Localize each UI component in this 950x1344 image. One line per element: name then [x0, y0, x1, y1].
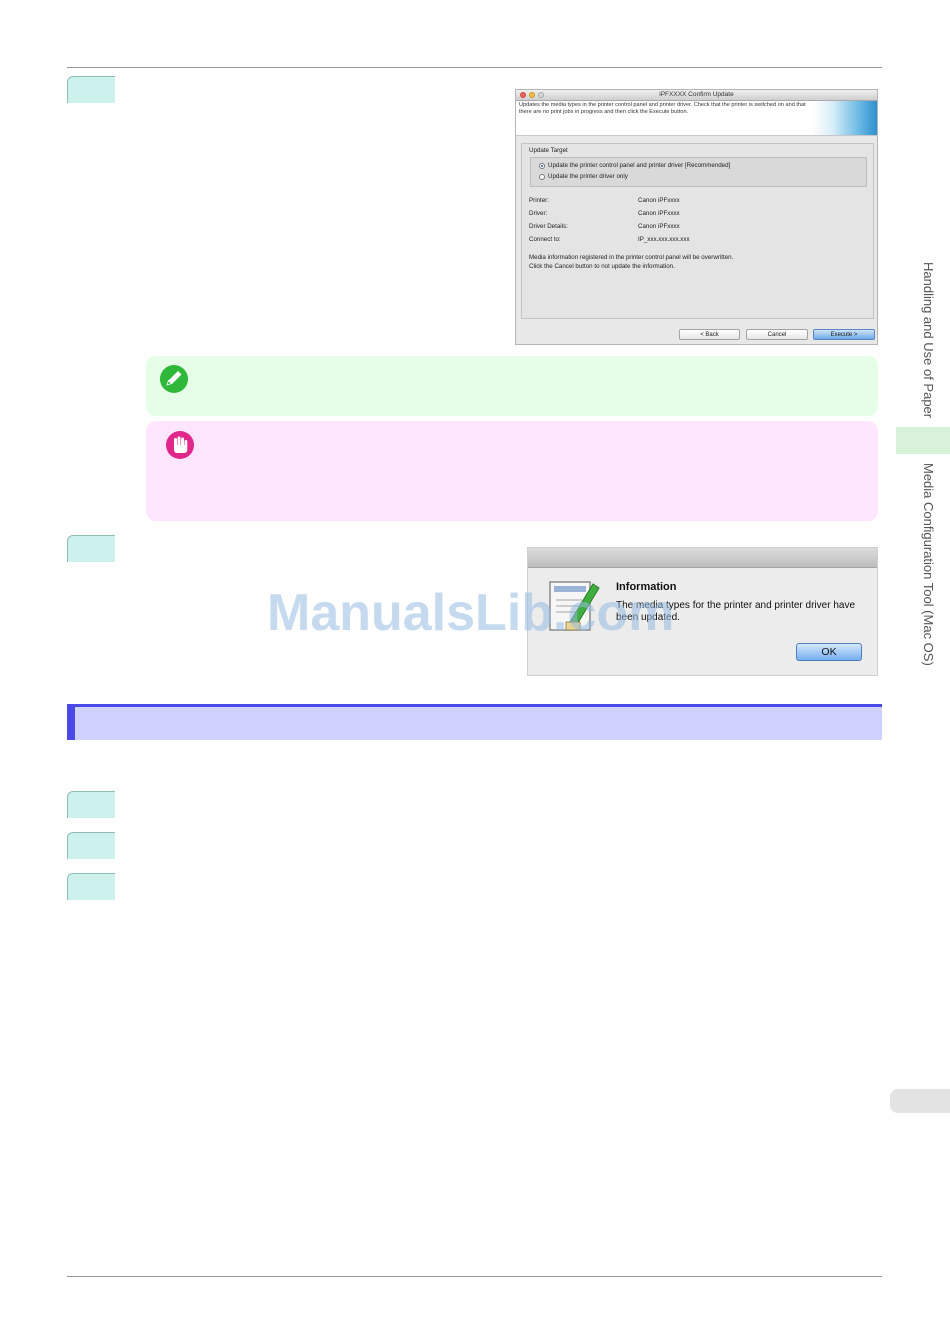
option-label-update-both[interactable]: Update the printer control panel and pri… — [548, 162, 731, 169]
document-pencil-icon — [546, 578, 602, 639]
field-value-connect-to: IP_xxx.xxx.xxx.xxx — [638, 236, 690, 243]
side-tab-section[interactable]: Media Configuration Tool (Mac OS) — [921, 463, 936, 666]
minimize-button[interactable] — [529, 92, 535, 98]
info-titlebar — [528, 548, 877, 568]
step-marker — [67, 832, 115, 859]
execute-button[interactable]: Execute > — [813, 329, 875, 340]
dialog-banner: Updates the media types in the printer c… — [516, 101, 877, 136]
field-label-printer: Printer: — [529, 197, 549, 204]
update-target-label: Update Target — [529, 147, 568, 154]
zoom-button[interactable] — [538, 92, 544, 98]
update-target-panel: Update Target Update the printer control… — [521, 143, 874, 319]
side-tab-active-marker — [896, 427, 950, 454]
back-button[interactable]: < Back — [679, 329, 740, 340]
page-tab — [890, 1089, 950, 1113]
cancel-button[interactable]: Cancel — [746, 329, 808, 340]
radio-update-driver-only[interactable] — [539, 174, 545, 180]
overwrite-message: Media information registered in the prin… — [529, 254, 734, 270]
step-marker — [67, 535, 115, 562]
section-header-bar — [67, 704, 882, 740]
info-message: The media types for the printer and prin… — [616, 600, 856, 623]
hand-stop-icon — [165, 430, 195, 465]
option-label-driver-only[interactable]: Update the printer driver only — [548, 173, 628, 180]
printer-banner-image — [813, 101, 877, 135]
ok-button[interactable]: OK — [796, 643, 862, 661]
bottom-rule — [67, 1276, 882, 1277]
top-rule — [67, 67, 882, 68]
step-marker — [67, 873, 115, 900]
dialog-titlebar: iPFXXXX Confirm Update — [516, 90, 877, 101]
information-dialog: Information The media types for the prin… — [527, 547, 878, 676]
pencil-note-icon — [159, 364, 189, 399]
field-label-driver: Driver: — [529, 210, 548, 217]
update-target-options: Update the printer control panel and pri… — [530, 157, 867, 187]
close-button[interactable] — [520, 92, 526, 98]
dialog-title: iPFXXXX Confirm Update — [659, 91, 734, 98]
field-label-driver-details: Driver Details: — [529, 223, 568, 230]
step-marker — [67, 76, 115, 103]
banner-text: Updates the media types in the printer c… — [519, 102, 806, 116]
side-tab-chapter[interactable]: Handling and Use of Paper — [921, 262, 936, 419]
field-label-connect-to: Connect to: — [529, 236, 561, 243]
field-value-driver-details: Canon iPFxxxx — [638, 223, 680, 230]
important-box — [146, 421, 878, 521]
field-value-driver: Canon iPFxxxx — [638, 210, 680, 217]
step-marker — [67, 791, 115, 818]
confirm-update-dialog: iPFXXXX Confirm Update Updates the media… — [515, 89, 878, 345]
info-heading: Information — [616, 581, 677, 593]
note-box — [146, 356, 878, 416]
watermark: ManualsLib.com — [267, 584, 675, 642]
field-value-printer: Canon iPFxxxx — [638, 197, 680, 204]
radio-update-both[interactable] — [539, 163, 545, 169]
